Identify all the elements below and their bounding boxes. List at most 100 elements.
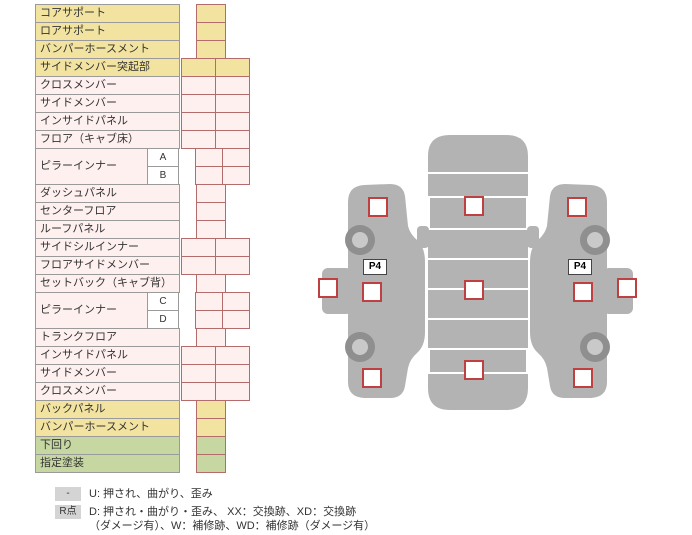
damage-cell[interactable] [222, 310, 250, 329]
part-label: ロアサポート [35, 22, 180, 41]
part-label: サイドメンバー [35, 94, 180, 113]
top-view-front-section [428, 135, 528, 172]
damage-cell[interactable] [181, 364, 216, 383]
table-row: フロアサイドメンバー [35, 256, 250, 275]
part-label: インサイドパネル [35, 112, 180, 131]
panel-code-label-left: P4 [363, 259, 387, 275]
damage-cell[interactable] [196, 40, 226, 59]
damage-cell[interactable] [196, 436, 226, 455]
damage-cell[interactable] [215, 382, 250, 401]
pillar-section-label: A [147, 148, 179, 167]
damage-marker-right-sill[interactable] [617, 278, 637, 298]
damage-code-legend: - U: 押され、曲がり、歪み R点 D: 押され・曲がり・歪み、 XX：交換跡… [35, 487, 375, 535]
damage-cell[interactable] [196, 184, 226, 203]
damage-cell[interactable] [196, 202, 226, 221]
table-row: バックパネル [35, 400, 250, 419]
damage-cell[interactable] [196, 22, 226, 41]
part-label: サイドメンバー突起部 [35, 58, 180, 77]
damage-cell[interactable] [196, 400, 226, 419]
part-label: ピラーインナー [35, 292, 148, 329]
damage-marker-right-rear[interactable] [573, 368, 593, 388]
part-label: バックパネル [35, 400, 180, 419]
damage-cell[interactable] [215, 364, 250, 383]
table-row: クロスメンバー [35, 382, 250, 401]
damage-cell[interactable] [215, 76, 250, 95]
part-label: サイドシルインナー [35, 238, 180, 257]
damage-cell[interactable] [222, 292, 250, 311]
damage-cell[interactable] [215, 58, 250, 77]
legend-key: - [55, 487, 81, 501]
damage-cell[interactable] [196, 454, 226, 473]
damage-cell[interactable] [181, 256, 216, 275]
damage-marker-top-front[interactable] [464, 196, 484, 216]
table-row: A [147, 148, 250, 167]
part-label: バンパーホースメント [35, 40, 180, 59]
table-row: センターフロア [35, 202, 250, 221]
damage-marker-left-door[interactable] [362, 282, 382, 302]
damage-marker-left-rear[interactable] [362, 368, 382, 388]
top-view-hood [428, 174, 528, 196]
damage-marker-top-rear[interactable] [464, 360, 484, 380]
damage-cell[interactable] [181, 94, 216, 113]
wheels [345, 225, 610, 362]
vehicle-diagram: P4 P4 [300, 130, 655, 420]
legend-text: U: 押され、曲がり、歪み [89, 488, 213, 500]
top-view-rear-section [428, 374, 528, 410]
damage-cell[interactable] [222, 148, 250, 167]
part-label: バンパーホースメント [35, 418, 180, 437]
part-label: ルーフパネル [35, 220, 180, 239]
damage-cell[interactable] [181, 130, 216, 149]
damage-cell[interactable] [215, 94, 250, 113]
damage-cell[interactable] [181, 58, 216, 77]
damage-cell[interactable] [181, 382, 216, 401]
part-label: 下回り [35, 436, 180, 455]
part-label: インサイドパネル [35, 346, 180, 365]
part-label: ダッシュパネル [35, 184, 180, 203]
damage-cell[interactable] [181, 76, 216, 95]
damage-cell[interactable] [215, 112, 250, 131]
table-row: ロアサポート [35, 22, 250, 41]
part-label: コアサポート [35, 4, 180, 23]
damage-cell[interactable] [181, 112, 216, 131]
damage-cell[interactable] [196, 418, 226, 437]
table-row: サイドメンバー [35, 364, 250, 383]
part-label: センターフロア [35, 202, 180, 221]
part-label: セットバック（キャブ背） [35, 274, 180, 293]
damage-marker-left-sill[interactable] [318, 278, 338, 298]
damage-cell[interactable] [181, 346, 216, 365]
table-row: D [147, 310, 250, 329]
damage-cell[interactable] [195, 292, 223, 311]
damage-marker-right-door[interactable] [573, 282, 593, 302]
damage-cell[interactable] [196, 220, 226, 239]
table-row: ダッシュパネル [35, 184, 250, 203]
table-row: インサイドパネル [35, 346, 250, 365]
damage-cell[interactable] [215, 130, 250, 149]
legend-key: R点 [55, 505, 81, 519]
damage-cell[interactable] [215, 238, 250, 257]
top-view-roof-1 [428, 230, 528, 258]
damage-cell[interactable] [222, 166, 250, 185]
damage-cell[interactable] [215, 346, 250, 365]
table-row: バンパーホースメント [35, 40, 250, 59]
part-label: ピラーインナー [35, 148, 148, 185]
damage-cell[interactable] [196, 4, 226, 23]
damage-cell[interactable] [215, 256, 250, 275]
table-row: バンパーホースメント [35, 418, 250, 437]
wheel-hub-icon [587, 339, 603, 355]
legend-row: R点 D: 押され・曲がり・歪み、 XX：交換跡、XD：交換跡（ダメージ有）、W… [35, 505, 375, 533]
part-label: トランクフロア [35, 328, 180, 347]
damage-marker-top-center[interactable] [464, 280, 484, 300]
damage-cell[interactable] [195, 310, 223, 329]
damage-cell[interactable] [196, 328, 226, 347]
damage-cell[interactable] [195, 148, 223, 167]
table-row: トランクフロア [35, 328, 250, 347]
panel-code-label-right: P4 [568, 259, 592, 275]
table-row-group: ピラーインナー A B [35, 148, 250, 185]
damage-marker-left-front[interactable] [368, 197, 388, 217]
damage-cell[interactable] [195, 166, 223, 185]
top-view-roof-4 [428, 320, 528, 348]
damage-marker-right-front[interactable] [567, 197, 587, 217]
damage-cell[interactable] [196, 274, 226, 293]
wheel-hub-icon [352, 339, 368, 355]
damage-cell[interactable] [181, 238, 216, 257]
